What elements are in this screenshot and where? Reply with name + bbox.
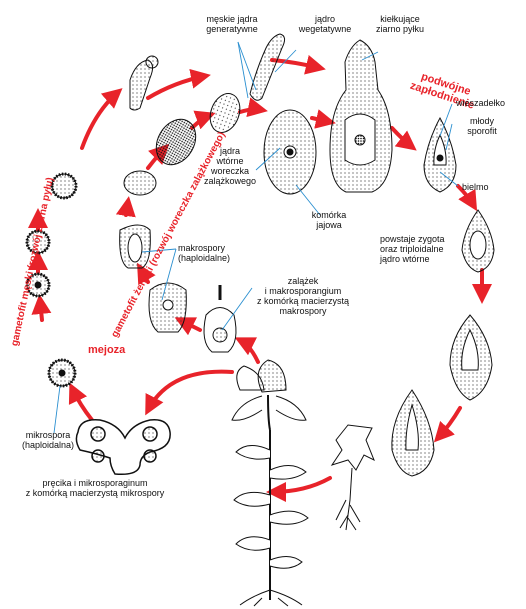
microspore-grain [47, 358, 77, 388]
pollen-grain-1 [50, 172, 78, 200]
label-jadro-wegetatywne: jądro wegetatywne [298, 14, 352, 34]
pollen-grain-3 [25, 272, 51, 298]
flowering-plant [231, 359, 309, 607]
fertilized-ovule [423, 116, 457, 193]
pollen-tube-top [129, 33, 286, 111]
arrow-female-1 [190, 110, 216, 130]
arrow-male-up-3 [31, 294, 52, 322]
label-meskie-jadra: męskie jądra generatywne [206, 14, 258, 34]
arrow-plant-to-ovule [234, 337, 260, 364]
pollen-tube-generative [249, 33, 286, 101]
label-jadra-wtorne: jądra wtórne woreczka zalążkowego [203, 146, 257, 186]
arrow-female-4 [115, 196, 136, 218]
label-precika: pręcika i mikrosporaginum z komórką maci… [25, 478, 165, 498]
label-mikrospora: mikrospora (haploidalna) [21, 430, 75, 450]
arrow-male-up-4 [80, 88, 123, 150]
arrow-pollen-to-tube [146, 68, 211, 100]
label-komorka-jajowa: komórka jajowa [311, 210, 347, 230]
label-makrospory: makrospory (haploidalne) [178, 243, 231, 263]
label-kielkujace: kiełkujące ziarno pyłku [375, 14, 425, 34]
arrow-plant-to-anther [145, 369, 234, 416]
seed-stage-3 [391, 389, 435, 477]
pollen-grain-2 [25, 229, 51, 255]
cycle-arrows [28, 55, 492, 502]
embryo-sac-1 [123, 170, 157, 196]
arrow-to-fertilization [390, 126, 417, 151]
germinating-pollen-ovary [329, 39, 393, 193]
label-wieszadelko: wieszadełko [456, 98, 506, 108]
arrow-down-2 [433, 406, 462, 443]
label-mlody-sporofit: młody sporofit [467, 116, 497, 136]
label-mejoza: mejoza [88, 344, 126, 356]
label-zygota: powstaje zygota oraz triploidalne jądro … [380, 234, 445, 264]
seed-stage-2 [449, 314, 493, 401]
embryo-sac-dense [155, 118, 197, 166]
seedling [330, 424, 375, 531]
arrow-tube-to-germinating [270, 55, 326, 75]
arrow-female-2 [238, 97, 268, 118]
pollen-grains [25, 172, 78, 388]
arrow-bottom [266, 476, 332, 502]
anther-cross-section [75, 419, 171, 476]
leader-lines [53, 41, 459, 434]
label-bielmo: bielmo [462, 182, 489, 192]
seed-stage-1 [461, 209, 495, 273]
embryo-sac-stages [123, 93, 317, 196]
megaspore-stages [119, 224, 237, 353]
label-zalazek: zalążek i makrosporangium z komórką maci… [256, 276, 350, 316]
arrow-ovary-right [310, 109, 336, 129]
arrow-to-sporophyte [456, 184, 478, 212]
embryo-sac-2 [209, 93, 241, 133]
arrow-female-5 [137, 262, 156, 286]
arrow-anther-to-microspore [68, 382, 94, 422]
